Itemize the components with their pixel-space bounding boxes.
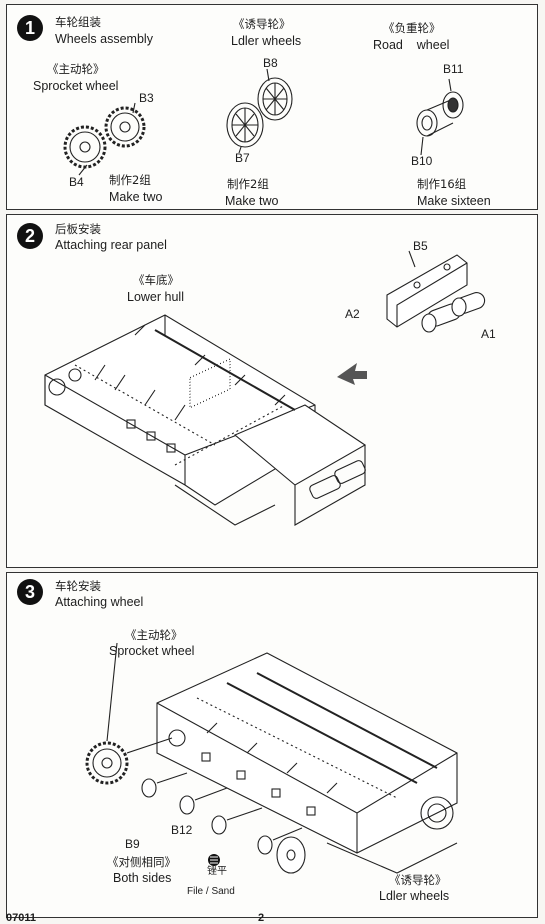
part-label-a1: A1 xyxy=(481,327,496,341)
page-number: 2 xyxy=(258,912,265,924)
road-wheel-drawing xyxy=(416,78,464,156)
hull-wheels-drawing xyxy=(85,642,458,874)
part-label-b3: B3 xyxy=(139,91,154,105)
part-label-b5: B5 xyxy=(413,239,428,253)
road-wheel-name-cn: 《负重轮》 xyxy=(383,21,441,35)
road-wheel-qty-en: Make sixteen xyxy=(417,194,491,208)
step-1-panel: 1 车轮组装 Wheels assembly 《主动轮》 Sprocket wh… xyxy=(6,4,538,210)
idler-step3-cn: 《诱导轮》 xyxy=(389,873,447,887)
lower-hull-drawing xyxy=(44,314,367,526)
idler-qty-en: Make two xyxy=(225,194,279,208)
sprocket-qty-en: Make two xyxy=(109,190,163,204)
lower-hull-en: Lower hull xyxy=(127,290,184,304)
step-2-panel: 2 后板安装 Attaching rear panel 《车底》 Lower h… xyxy=(6,214,538,568)
part-label-b9: B9 xyxy=(125,837,140,851)
part-label-b11: B11 xyxy=(443,62,464,76)
step-number-1: 1 xyxy=(17,15,43,41)
idler-name-cn: 《诱导轮》 xyxy=(233,17,291,31)
both-sides-en: Both sides xyxy=(113,871,172,885)
idler-name-en: Ldler wheels xyxy=(231,34,302,48)
sprocket-step3-en: Sprocket wheel xyxy=(109,644,195,658)
file-sand-cn: 锉平 xyxy=(207,866,227,877)
step-2-title-cn: 后板安装 xyxy=(55,222,101,236)
file-sand-icon xyxy=(208,854,220,866)
part-label-b10: B10 xyxy=(411,154,433,168)
part-label-b8: B8 xyxy=(263,56,278,70)
sprocket-name-cn: 《主动轮》 xyxy=(47,62,105,76)
file-sand-en: File / Sand xyxy=(187,886,235,897)
idler-qty-cn: 制作2组 xyxy=(227,177,269,191)
idler-step3-en: Ldler wheels xyxy=(379,889,450,903)
rear-panel-drawing xyxy=(386,250,486,333)
step-1-title-en: Wheels assembly xyxy=(55,32,153,46)
road-wheel-qty-cn: 制作16组 xyxy=(417,177,467,191)
both-sides-cn: 《对侧相同》 xyxy=(107,855,176,869)
assembly-arrow-icon xyxy=(337,363,367,385)
step-3-title-cn: 车轮安装 xyxy=(55,579,101,593)
part-label-b12: B12 xyxy=(171,823,193,837)
step-number-2: 2 xyxy=(17,223,43,249)
step-2-title-en: Attaching rear panel xyxy=(55,238,167,252)
step-3-panel: 3 车轮安装 Attaching wheel 《主动轮》 Sprocket wh… xyxy=(6,572,538,918)
road-wheel-name-en: Road wheel xyxy=(373,38,450,52)
sprocket-qty-cn: 制作2组 xyxy=(109,173,151,187)
step-3-title-en: Attaching wheel xyxy=(55,595,144,609)
part-label-b7: B7 xyxy=(235,151,250,165)
part-label-b4: B4 xyxy=(69,175,84,189)
idler-wheel-drawing xyxy=(226,68,293,154)
part-label-a2: A2 xyxy=(345,307,360,321)
sprocket-wheel-drawing xyxy=(63,102,146,176)
sprocket-step3-cn: 《主动轮》 xyxy=(125,628,183,642)
step-number-3: 3 xyxy=(17,579,43,605)
sprocket-name-en: Sprocket wheel xyxy=(33,79,119,93)
catalog-code: 07011 xyxy=(6,912,36,924)
step-1-title-cn: 车轮组装 xyxy=(55,15,101,29)
lower-hull-cn: 《车底》 xyxy=(133,273,179,287)
